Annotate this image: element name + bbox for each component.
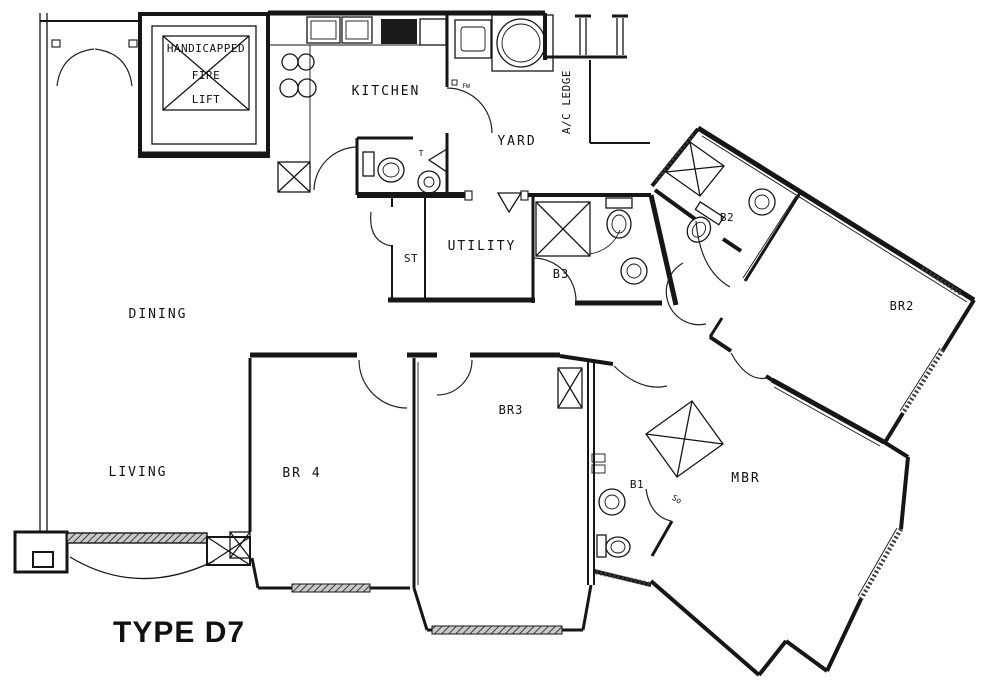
bath1-room bbox=[591, 400, 724, 587]
ac-ledge bbox=[545, 14, 650, 144]
walls-exterior bbox=[39, 10, 547, 533]
floor-waste-icon bbox=[451, 79, 458, 86]
room-labels: HANDICAPPED FIRE LIFT KITCHEN YARD A/C L… bbox=[109, 42, 915, 506]
living-bay bbox=[13, 530, 251, 580]
living-window-icon bbox=[66, 532, 208, 544]
washing-machine-icon bbox=[491, 14, 554, 72]
double-entry-door-icon bbox=[56, 48, 133, 87]
wc-room bbox=[355, 136, 465, 198]
label-fw: FW bbox=[462, 82, 470, 90]
room-label-lift-2: FIRE bbox=[192, 69, 221, 82]
toilet-b2-icon bbox=[686, 201, 725, 243]
yard-door-arc bbox=[446, 87, 493, 134]
room-label-kitchen: KITCHEN bbox=[352, 84, 421, 99]
label-so: So bbox=[670, 493, 683, 506]
kitchen-fixtures bbox=[268, 16, 447, 193]
cooktop-burners-icon bbox=[279, 53, 317, 98]
shower-b3-icon bbox=[535, 201, 621, 257]
room-label-bedroom4: BR 4 bbox=[282, 466, 321, 481]
room-label-living: LIVING bbox=[109, 465, 168, 480]
stove-icon bbox=[381, 19, 417, 44]
basin-b1-icon bbox=[598, 488, 626, 516]
ac-ledge-railing-icon bbox=[575, 14, 628, 55]
lift-cross-icon bbox=[162, 35, 250, 111]
label-wc-t: T bbox=[419, 149, 424, 158]
bath1-door-arc bbox=[613, 365, 668, 388]
room-label-bath2: B2 bbox=[720, 211, 734, 224]
shaft-cross-icon bbox=[557, 367, 583, 409]
bedroom4-walls bbox=[229, 358, 419, 593]
window-br2-right bbox=[901, 348, 945, 415]
utility-door-triangle-icon bbox=[496, 192, 523, 214]
bedroom3-door-arc bbox=[436, 359, 473, 396]
bay-window-br4-icon bbox=[291, 583, 371, 593]
master-bedroom-walls bbox=[649, 377, 910, 677]
bedroom2-door-arc bbox=[665, 262, 707, 326]
yard-sink-icon bbox=[454, 19, 492, 59]
window-b2 bbox=[654, 132, 696, 183]
room-label-bath1: B1 bbox=[630, 478, 644, 491]
kitchen-cabinet-cross-icon bbox=[277, 161, 311, 193]
plan-type-title: TYPE D7 bbox=[113, 616, 245, 649]
room-label-lift-1: HANDICAPPED bbox=[167, 42, 245, 55]
corridor-walls bbox=[559, 335, 774, 388]
window-b1 bbox=[595, 569, 650, 587]
room-label-bedroom3: BR3 bbox=[499, 403, 524, 417]
basin-b2-icon bbox=[748, 188, 776, 216]
bedroom3-walls bbox=[412, 362, 595, 635]
bedroom-top-walls bbox=[250, 352, 583, 409]
kitchen-sink-icon bbox=[306, 16, 373, 44]
room-label-dining: DINING bbox=[129, 307, 188, 322]
toilet-b3-icon bbox=[605, 197, 633, 239]
window-br2-top bbox=[920, 266, 964, 296]
room-label-lift-3: LIFT bbox=[192, 93, 221, 106]
basin-b3-icon bbox=[620, 257, 648, 285]
room-label-ac-ledge: A/C LEDGE bbox=[560, 70, 573, 134]
window-mbr bbox=[859, 527, 903, 601]
soap-shelf-icon bbox=[591, 453, 606, 474]
room-label-store: ST bbox=[404, 252, 418, 265]
planter-box-icon bbox=[13, 530, 69, 574]
room-label-bedroom2: BR2 bbox=[890, 299, 915, 313]
shower-b2-icon bbox=[665, 141, 725, 197]
curtain-curve bbox=[69, 556, 215, 580]
wc-toilet-icon bbox=[362, 151, 405, 183]
fire-lift-shaft bbox=[138, 12, 270, 158]
door-jamb bbox=[51, 39, 61, 48]
store-door-arc bbox=[370, 211, 393, 247]
window-cross-living-icon bbox=[206, 536, 251, 566]
bath3-door-arc bbox=[532, 257, 577, 302]
wc-basin-icon bbox=[417, 170, 441, 194]
door-jamb bbox=[128, 39, 138, 48]
refrigerator-icon bbox=[419, 18, 447, 46]
walls-angled-wing bbox=[650, 125, 976, 446]
utility-store-walls bbox=[370, 195, 535, 303]
bath2-room bbox=[653, 141, 802, 338]
bay-window-br3-icon bbox=[431, 625, 563, 635]
wc-door-triangle-icon bbox=[427, 147, 448, 174]
bedroom4-door-arc bbox=[358, 359, 408, 409]
toilet-b1-icon bbox=[596, 534, 631, 558]
master-door-arc bbox=[730, 352, 768, 380]
yard-fixtures bbox=[451, 14, 554, 86]
bath3-room bbox=[532, 193, 679, 306]
shower-b1-icon bbox=[645, 400, 724, 478]
room-label-utility: UTILITY bbox=[448, 239, 517, 254]
kitchen-door-arc bbox=[313, 146, 358, 191]
room-label-master: MBR bbox=[731, 471, 760, 486]
room-label-yard: YARD bbox=[497, 134, 536, 149]
room-label-bath3: B3 bbox=[553, 267, 569, 281]
bath2-door-arc bbox=[695, 220, 731, 288]
so-door-arc bbox=[645, 488, 672, 522]
